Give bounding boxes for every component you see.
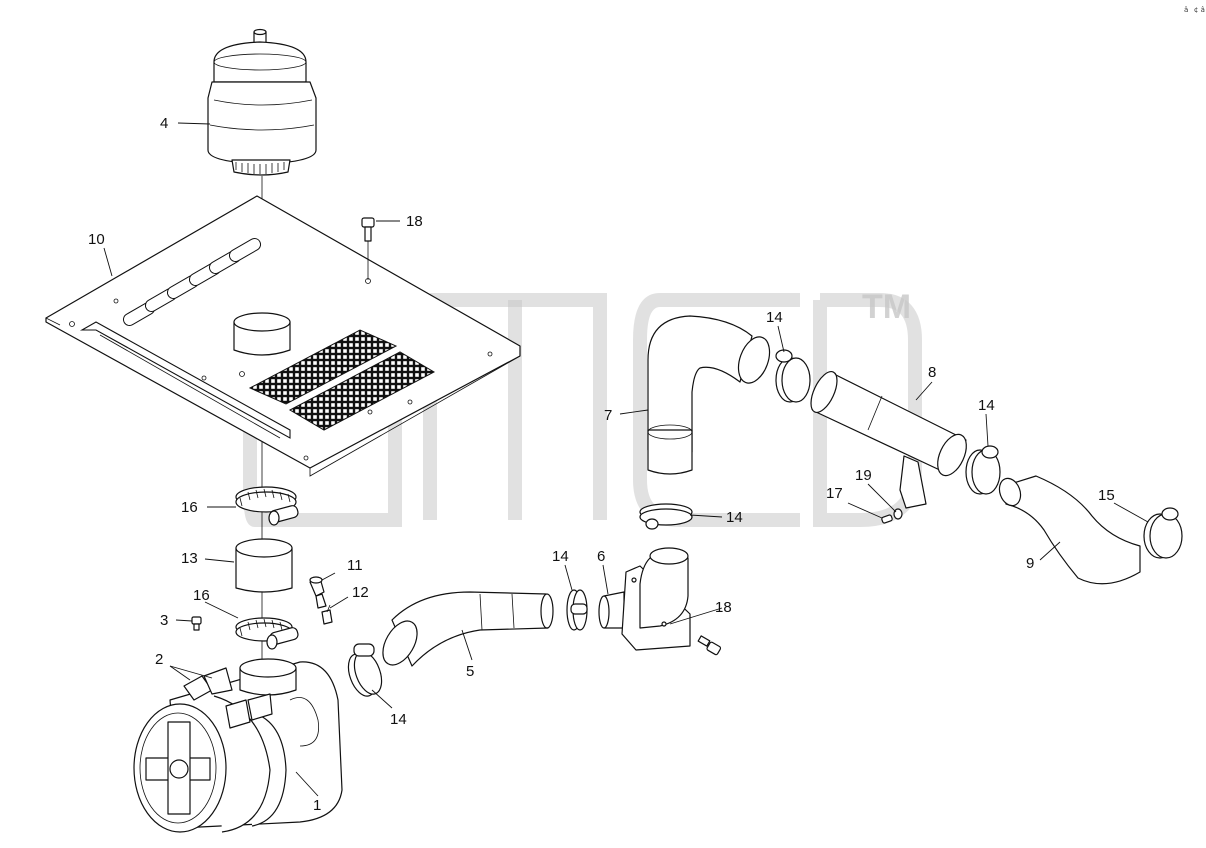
bolt-18-top bbox=[361, 217, 375, 280]
clamp-14-d bbox=[775, 349, 811, 403]
corner-mark: â¢ âªâªâª bbox=[1184, 6, 1206, 14]
clamp-16-upper bbox=[235, 486, 299, 526]
callout-19: 19 bbox=[855, 467, 872, 484]
callout-16-upper: 16 bbox=[181, 499, 198, 516]
callout-9: 9 bbox=[1026, 555, 1034, 572]
callout-8: 8 bbox=[928, 364, 936, 381]
callout-6: 6 bbox=[597, 548, 605, 565]
callout-14-d: 14 bbox=[766, 309, 783, 326]
fitting-11 bbox=[309, 576, 327, 609]
sleeve-13 bbox=[235, 538, 293, 593]
bolt-18-lower bbox=[697, 635, 722, 656]
callout-2: 2 bbox=[155, 651, 163, 668]
leader-lines bbox=[103, 122, 1149, 797]
callout-14-e: 14 bbox=[978, 397, 995, 414]
callout-3: 3 bbox=[160, 612, 168, 629]
callout-13: 13 bbox=[181, 550, 198, 567]
callout-18-lower: 18 bbox=[715, 599, 732, 616]
callout-17: 17 bbox=[826, 485, 843, 502]
callout-4: 4 bbox=[160, 115, 168, 132]
callout-14-a: 14 bbox=[390, 711, 407, 728]
clamp-14-e bbox=[965, 445, 1001, 495]
pipe-7 bbox=[647, 315, 771, 475]
clamp-14-c bbox=[639, 503, 693, 530]
pipe-8 bbox=[810, 371, 967, 509]
callout-10: 10 bbox=[88, 231, 105, 248]
callout-18-top: 18 bbox=[406, 213, 423, 230]
callout-14-c: 14 bbox=[726, 509, 743, 526]
hose-5 bbox=[382, 591, 554, 667]
callout-15: 15 bbox=[1098, 487, 1115, 504]
clamp-14-a bbox=[347, 643, 383, 697]
air-cleaner-housing bbox=[133, 658, 343, 833]
screw-17 bbox=[881, 514, 893, 524]
pre-cleaner bbox=[207, 28, 317, 176]
clamp-15 bbox=[1143, 507, 1183, 559]
trademark-text: TM bbox=[862, 288, 911, 326]
callout-11: 11 bbox=[347, 557, 363, 574]
callouts: 4 10 18 16 13 11 12 3 16 2 1 14 5 14 6 1… bbox=[88, 115, 1115, 814]
callout-1: 1 bbox=[313, 797, 321, 814]
elbow-6 bbox=[598, 547, 691, 651]
hose-9 bbox=[998, 475, 1141, 585]
callout-12: 12 bbox=[352, 584, 369, 601]
callout-7: 7 bbox=[604, 407, 612, 424]
callout-14-b: 14 bbox=[552, 548, 569, 565]
bolt-3 bbox=[191, 616, 202, 631]
clamp-14-b bbox=[566, 589, 588, 631]
fitting-12 bbox=[321, 604, 333, 625]
washer-19 bbox=[893, 508, 903, 520]
callout-16-lower: 16 bbox=[193, 587, 210, 604]
clamp-16-lower bbox=[235, 617, 299, 650]
hood-panel bbox=[45, 195, 521, 477]
callout-5: 5 bbox=[466, 663, 474, 680]
